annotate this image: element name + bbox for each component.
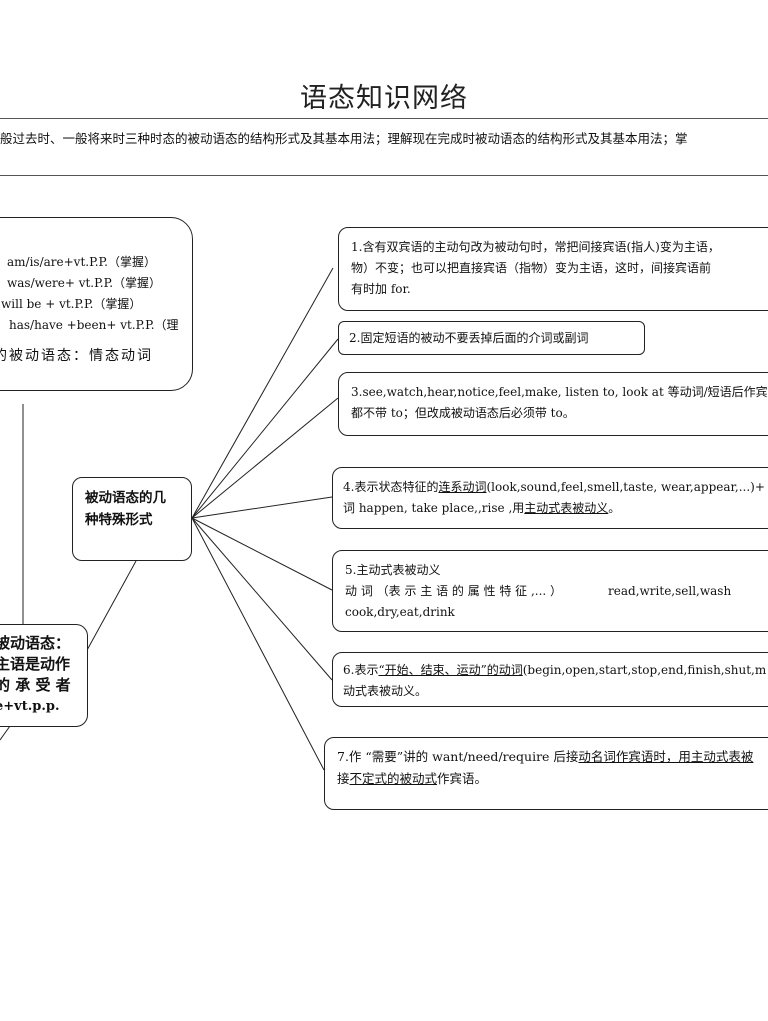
rule-6-line1: 6.表示“开始、结束、运动”的动词(begin,open,start,stop,… [343,663,767,677]
center-node-line2: 种特殊形式 [85,512,153,528]
rule-3-line1: 3.see,watch,hear,notice,feel,make, liste… [351,385,768,399]
tenses-box: am/is/are+vt.P.P.（掌握） was/were+ vt.P.P.（… [0,217,193,391]
rule-1-line1: 1.含有双宾语的主动句改为被动句时，常把间接宾语(指人)变为主语， [351,240,720,254]
rule-4-line1: 4.表示状态特征的连系动词(look,sound,feel,smell,tast… [343,480,765,494]
rule-5-line1: 5.主动式表被动义 [345,563,441,577]
rule-4-box: 4.表示状态特征的连系动词(look,sound,feel,smell,tast… [332,467,768,529]
connector-rule-7 [191,517,325,771]
tense-future-simple: will be + vt.P.P.（掌握） [1,297,142,311]
rule-2-box: 2.固定短语的被动不要丢掉后面的介词或副词 [338,321,645,355]
connector-rule-6 [191,517,333,681]
definition-line4: e+vt.p.p. [0,699,60,714]
title-divider-top [0,118,768,119]
objectives-text: 般过去时、一般将来时三种时态的被动语态的结构形式及其基本用法；理解现在完成时被动… [0,131,688,146]
rule-1-box: 1.含有双宾语的主动句改为被动句时，常把间接宾语(指人)变为主语， 物）不变；也… [338,227,768,311]
center-node-line1: 被动语态的几 [85,490,166,506]
rule-3-line2: 都不带 to；但改成被动语态后必须带 to。 [351,406,575,420]
connector-rule-3 [191,397,339,519]
rule-1-line2: 物）不变；也可以把直接宾语（指物）变为主语，这时，间接宾语前 [351,261,712,275]
connector-center-definition [85,560,137,653]
tense-present-perfect: has/have +been+ vt.P.P.（理 [9,318,179,332]
rule-1-line3: 有时加 for. [351,282,411,296]
rule-3-box: 3.see,watch,hear,notice,feel,make, liste… [338,372,768,436]
tense-past-simple: was/were+ vt.P.P.（掌握） [7,276,162,290]
rule-6-box: 6.表示“开始、结束、运动”的动词(begin,open,start,stop,… [332,652,768,707]
connector-rule-1 [191,267,334,519]
rule-7-line1: 7.作 “需要”讲的 want/need/require 后接动名词作宾语时，用… [337,749,754,764]
rule-4-line2: 词 happen, take place,,rise ,用主动式表被动义。 [343,501,621,515]
connector-definition-tail [0,725,11,741]
definition-line2: 主语是动作 [0,655,71,673]
rule-6-line2: 动式表被动义。 [343,684,428,698]
definition-line1: 被动语态： [0,634,71,652]
rule-5-box: 5.主动式表被动义 动 词 （表 示 主 语 的 属 性 特 征 ,... ）r… [332,550,768,632]
rule-2-line1: 2.固定短语的被动不要丢掉后面的介词或副词 [349,331,589,345]
title-divider-bottom [0,175,768,176]
definition-line3: 的 承 受 者 [0,676,71,694]
rule-5-line2: 动 词 （表 示 主 语 的 属 性 特 征 ,... ）read,write,… [345,584,732,598]
center-node-special-forms: 被动语态的几 种特殊形式 [72,477,192,561]
tense-present-simple: am/is/are+vt.P.P.（掌握） [7,255,156,269]
connector-rule-2 [191,338,339,519]
definition-box: 被动语态： 主语是动作 的 承 受 者 e+vt.p.p. [0,624,88,727]
page-title: 语态知识网络 [300,83,468,114]
connector-rule-5 [191,517,333,591]
rule-7-line2: 接不定式的被动式作宾语。 [337,771,488,786]
modal-verb-passive: 词的被动语态：情态动词 [0,348,153,364]
rule-7-box: 7.作 “需要”讲的 want/need/require 后接动名词作宾语时，用… [324,737,768,810]
connector-rule-4 [191,496,333,519]
rule-5-line3: cook,dry,eat,drink [345,605,455,619]
